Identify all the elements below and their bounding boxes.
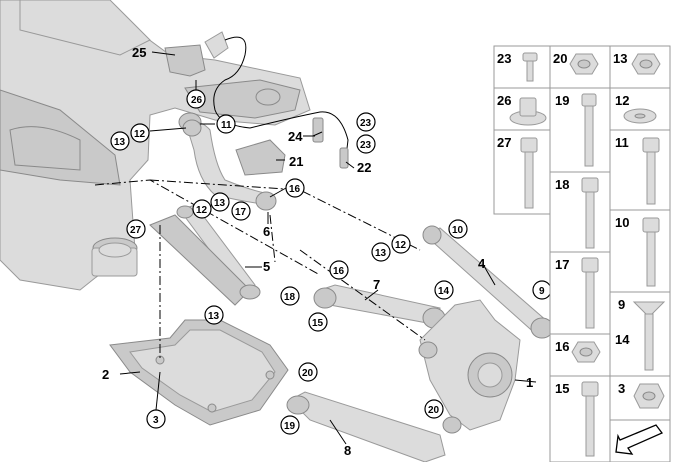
bracket-part (164, 31, 251, 129)
callout-5: 5 (263, 259, 270, 274)
fastener-table: 23 20 13 26 19 12 27 11 18 10 17 9 14 16… (493, 45, 671, 462)
callout-14: 14 (438, 286, 450, 297)
leader-lines (119, 51, 537, 445)
callout-13-right: 13 (375, 248, 387, 259)
callout-15: 15 (312, 318, 324, 329)
fastener-15-image (581, 381, 599, 457)
fastener-26-image (509, 97, 547, 126)
callout-22: 22 (357, 160, 371, 175)
fastener-17-image (581, 257, 599, 329)
table-label-17: 17 (555, 257, 569, 272)
fastener-13-image (631, 53, 661, 75)
callout-25: 25 (132, 45, 146, 60)
callout-26: 26 (191, 95, 203, 106)
callout-8: 8 (344, 443, 351, 458)
table-label-27: 27 (497, 135, 511, 150)
callout-16-lower: 16 (333, 266, 345, 277)
callout-21: 21 (289, 154, 303, 169)
direction-arrow-icon (615, 424, 664, 455)
callout-27: 27 (130, 225, 142, 236)
callout-23-top: 23 (360, 118, 372, 129)
fastener-12-image (623, 108, 657, 124)
callout-3: 3 (153, 415, 159, 426)
fastener-27-image (520, 137, 538, 209)
callout-12-upper: 12 (134, 129, 146, 140)
callout-13-lower: 13 (208, 311, 220, 322)
callout-2: 2 (102, 367, 109, 382)
callout-13-upper: 13 (114, 137, 126, 148)
rear-axle-subframe (0, 0, 311, 291)
callout-24: 24 (288, 129, 303, 144)
fastener-3-image (633, 383, 665, 409)
fastener-11-image (642, 137, 660, 205)
table-label-9: 9 (618, 297, 625, 312)
table-label-15: 15 (555, 381, 569, 396)
wheel-carrier (418, 299, 521, 434)
callout-labels: 25 26 11 12 13 23 24 23 21 22 16 13 12 1… (102, 45, 552, 458)
lower-wishbone (289, 391, 446, 462)
callout-12-mid: 12 (196, 205, 208, 216)
heat-shield-bracket (235, 139, 286, 176)
table-label-19: 19 (555, 93, 569, 108)
fastener-18-image (581, 177, 599, 249)
callout-20-right: 20 (428, 405, 440, 416)
callout-11: 11 (221, 120, 232, 131)
table-label-18: 18 (555, 177, 569, 192)
table-label-23: 23 (497, 51, 511, 66)
callout-17-upper: 17 (235, 207, 247, 218)
fastener-23-image (522, 52, 538, 82)
table-label-20: 20 (553, 51, 567, 66)
table-label-11: 11 (615, 135, 629, 150)
table-label-3: 3 (618, 381, 625, 396)
table-label-26: 26 (497, 93, 511, 108)
callout-7: 7 (373, 277, 380, 292)
fastener-16-image (571, 341, 601, 363)
fastener-20-image (569, 53, 599, 75)
underbody-panel (109, 319, 289, 426)
table-label-16: 16 (555, 339, 569, 354)
table-label-12: 12 (615, 93, 629, 108)
callout-18: 18 (284, 292, 296, 303)
callout-19: 19 (284, 421, 296, 432)
sensor-cable (249, 111, 349, 169)
fastener-19-image (581, 93, 597, 167)
callout-12-right: 12 (395, 240, 407, 251)
table-label-14: 14 (615, 332, 630, 347)
assembly-lines (94, 179, 426, 360)
callout-9: 9 (539, 286, 545, 297)
callout-23-bottom: 23 (360, 140, 372, 151)
callout-10: 10 (452, 225, 464, 236)
table-label-13: 13 (613, 51, 627, 66)
fastener-9-14-image (632, 301, 666, 371)
callout-20-left: 20 (302, 368, 314, 379)
callout-1: 1 (526, 375, 533, 390)
table-label-10: 10 (615, 215, 629, 230)
fastener-10-image (642, 217, 660, 287)
callout-4: 4 (478, 256, 486, 271)
callout-6: 6 (263, 224, 270, 239)
callout-16-upper: 16 (289, 184, 301, 195)
callout-13-mid: 13 (214, 198, 226, 209)
